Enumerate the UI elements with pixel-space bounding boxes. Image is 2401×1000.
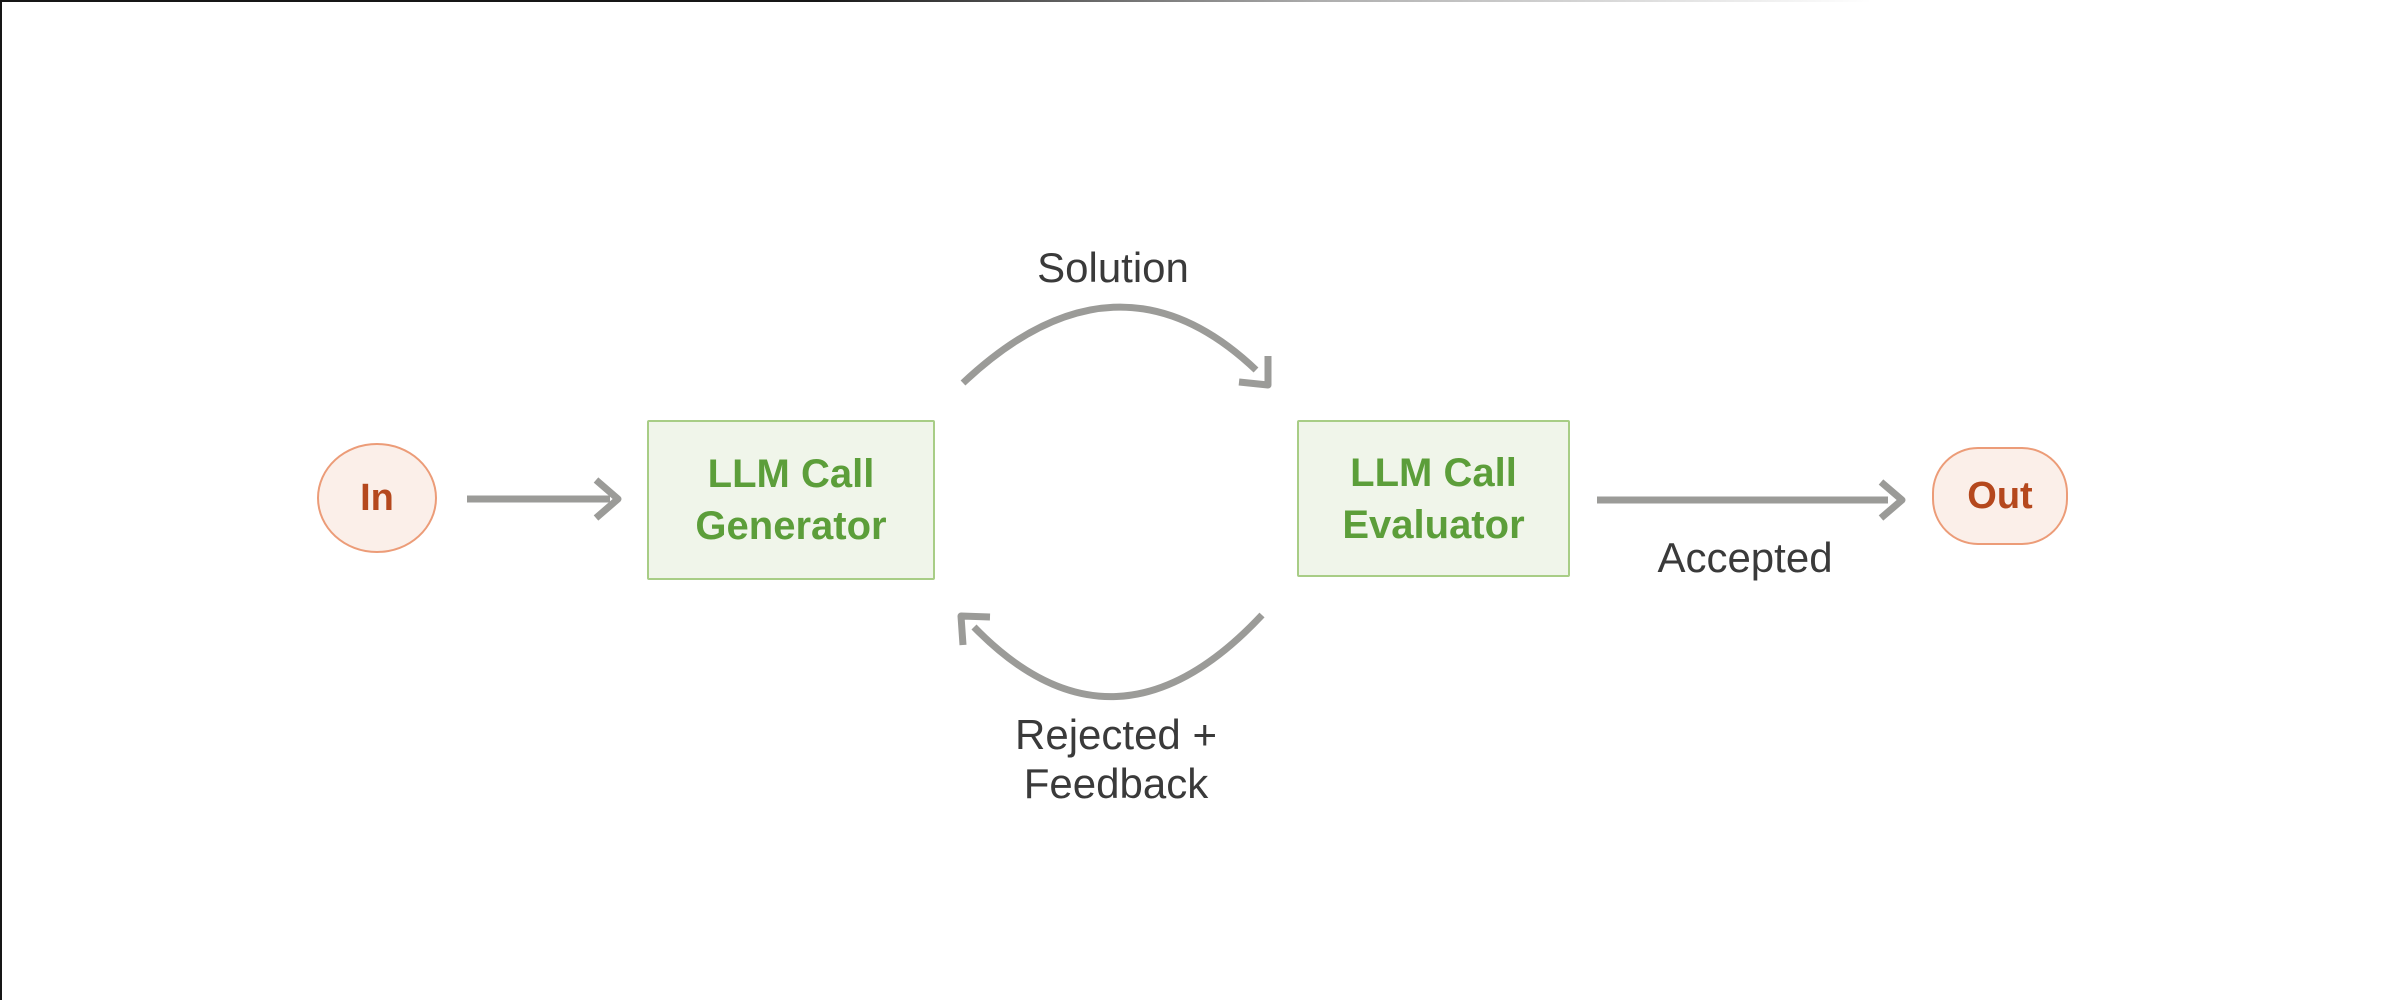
out-node-label: Out	[1967, 474, 2033, 517]
llm-call-evaluator-node: LLM Call Evaluator	[1297, 420, 1570, 577]
in-node: In	[317, 443, 437, 553]
rejected-label-line1: Rejected +	[1015, 711, 1217, 758]
window-edge-top	[0, 0, 2401, 2]
llm-call-generator-node: LLM Call Generator	[647, 420, 935, 580]
evaluator-label-line1: LLM Call	[1350, 450, 1517, 495]
generator-label-line1: LLM Call	[707, 452, 875, 496]
accepted-edge-label: Accepted	[1657, 534, 1833, 581]
solution-arc-arrow	[960, 303, 1272, 389]
rejected-feedback-edge-label: Rejected + Feedback	[946, 710, 1286, 808]
solution-edge-label: Solution	[1037, 244, 1189, 291]
in-to-generator-arrow	[467, 477, 622, 521]
evaluator-label-line2: Evaluator	[1342, 502, 1525, 547]
rejected-arc-arrow	[957, 612, 1265, 700]
rejected-label-line2: Feedback	[1023, 760, 1209, 807]
out-node: Out	[1932, 447, 2068, 545]
window-edge-left	[0, 0, 2, 1000]
evaluator-to-out-arrow	[1597, 479, 1906, 521]
in-node-label: In	[360, 476, 394, 519]
generator-label-line2: Generator	[695, 504, 887, 548]
